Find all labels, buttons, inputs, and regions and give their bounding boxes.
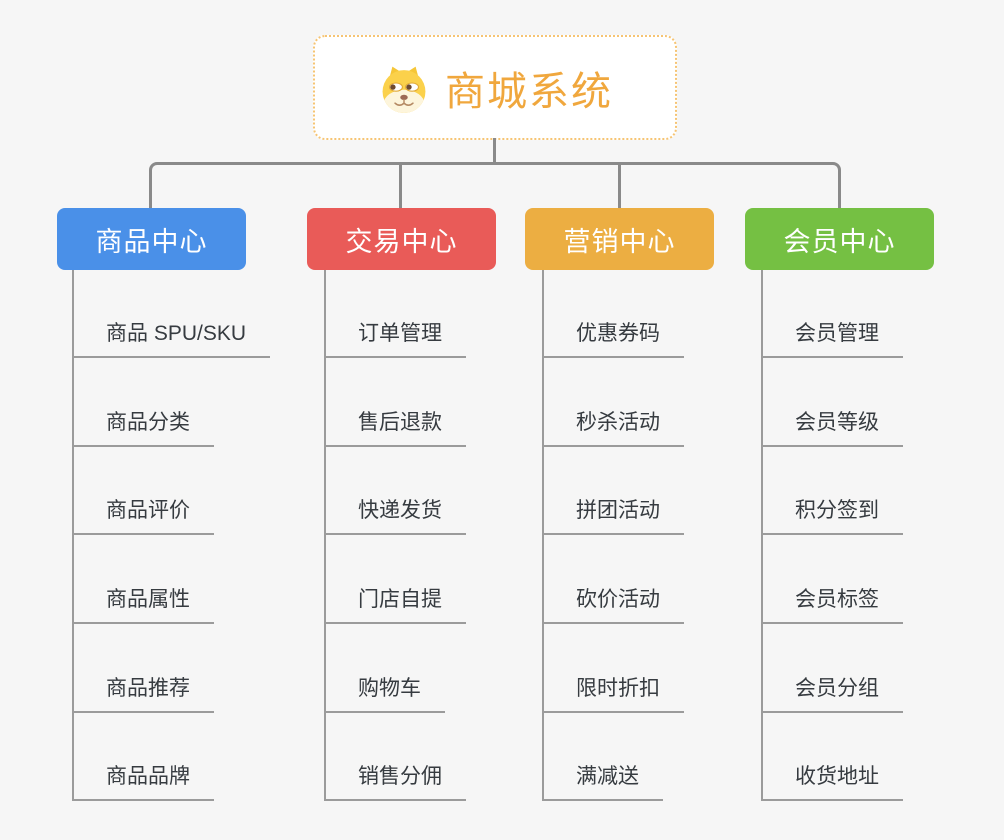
child-node[interactable]: 商品属性 <box>72 587 214 624</box>
child-node[interactable]: 会员标签 <box>761 587 903 624</box>
child-node[interactable]: 会员分组 <box>761 676 903 713</box>
child-node[interactable]: 售后退款 <box>324 410 466 447</box>
child-node[interactable]: 秒杀活动 <box>542 410 684 447</box>
connector-rail <box>149 162 841 208</box>
child-node[interactable]: 商品评价 <box>72 498 214 535</box>
branch-spine-line <box>761 270 763 801</box>
child-node[interactable]: 拼团活动 <box>542 498 684 535</box>
branch-spine-line <box>542 270 544 801</box>
child-node[interactable]: 收货地址 <box>761 764 903 801</box>
child-node[interactable]: 商品分类 <box>72 410 214 447</box>
child-node[interactable]: 订单管理 <box>324 321 466 358</box>
child-node[interactable]: 会员等级 <box>761 410 903 447</box>
connector-stub-branch-2 <box>399 163 402 208</box>
child-node[interactable]: 积分签到 <box>761 498 903 535</box>
doge-face-icon <box>382 66 426 113</box>
child-node[interactable]: 商品品牌 <box>72 764 214 801</box>
connector-root-stub <box>493 138 496 164</box>
connector-stub-branch-3 <box>618 163 621 208</box>
child-node[interactable]: 商品推荐 <box>72 676 214 713</box>
child-node[interactable]: 门店自提 <box>324 587 466 624</box>
branch-node-member-center[interactable]: 会员中心 <box>745 208 934 270</box>
child-node[interactable]: 满减送 <box>542 764 663 801</box>
child-node[interactable]: 优惠券码 <box>542 321 684 358</box>
child-node[interactable]: 会员管理 <box>761 321 903 358</box>
branch-node-product-center[interactable]: 商品中心 <box>57 208 246 270</box>
child-node[interactable]: 购物车 <box>324 676 445 713</box>
branch-node-marketing-center[interactable]: 营销中心 <box>525 208 714 270</box>
child-node[interactable]: 快递发货 <box>324 498 466 535</box>
child-node[interactable]: 商品 SPU/SKU <box>72 321 271 358</box>
branch-spine-line <box>324 270 326 801</box>
branch-spine-line <box>72 270 74 801</box>
root-node-mall-system[interactable]: 商城系统 <box>313 35 677 140</box>
root-title: 商城系统 <box>445 69 613 114</box>
branch-node-trade-center[interactable]: 交易中心 <box>307 208 496 270</box>
child-node[interactable]: 限时折扣 <box>542 676 684 713</box>
child-node[interactable]: 销售分佣 <box>324 764 466 801</box>
child-node[interactable]: 砍价活动 <box>542 587 684 624</box>
